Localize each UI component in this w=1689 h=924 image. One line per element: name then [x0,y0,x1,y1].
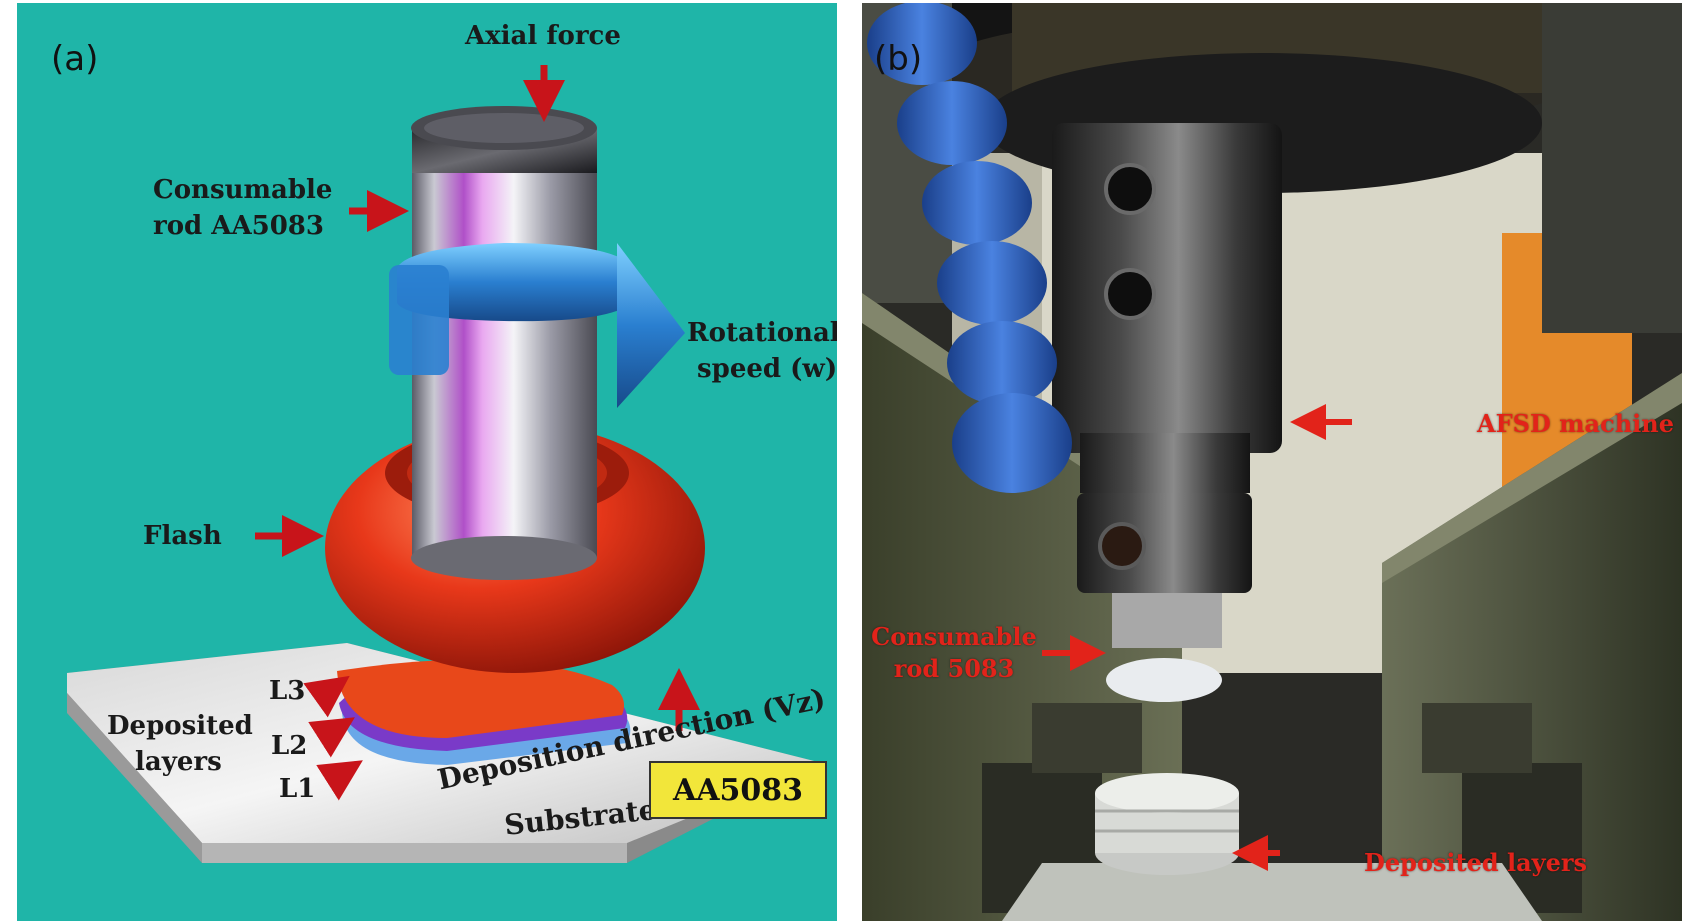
deposited-part [1095,773,1239,875]
photo-rod-label-line2: rod 5083 [893,654,1015,683]
spindle [1052,123,1282,702]
l2-pointer-arrow [308,717,355,758]
rod-label-line2: rod AA5083 [153,211,324,241]
layer-2-label: L2 [271,731,308,761]
rod-label-line1: Consumable [153,175,333,205]
coolant-hose [867,3,1072,493]
photo-deposited-label: Deposited layers [1364,848,1588,877]
l3-pointer-arrow [303,675,350,718]
machine-label: AFSD machine [1477,409,1675,438]
l1-pointer-arrow [316,760,363,801]
base-plate [1002,863,1542,921]
flash-label: Flash [143,521,222,551]
deposited-label-line1: Deposited [107,711,253,741]
rotation-label-line2: speed (w) [697,354,837,384]
axial-force-label: Axial force [465,21,621,51]
rotation-label-line1: Rotational [687,318,837,348]
substrate-material-badge: AA5083 [649,761,827,819]
layer-3-label: L3 [269,676,306,706]
photo-pointer-arrows [1042,404,1352,871]
panel-b-label: (b) [874,39,923,79]
deposited-label-line2: layers [135,747,222,777]
pointer-arrows [255,65,700,801]
rotation-arrow [389,243,685,408]
schematic-illustration [17,3,837,921]
machine-photo [862,3,1682,921]
right-guide-wall [1382,373,1682,921]
deposited-layer-stack [337,659,631,765]
layer-1-label: L1 [279,774,316,804]
rod-tip [1106,658,1222,702]
photograph-panel: (b) AFSD machine Consumable rod 5083 Dep… [862,3,1682,921]
panel-a-label: (a) [51,39,99,79]
photo-rod-label-line1: Consumable [871,622,1037,651]
schematic-panel: (a) Axial force Consumable rod AA5083 Ro… [17,3,837,921]
